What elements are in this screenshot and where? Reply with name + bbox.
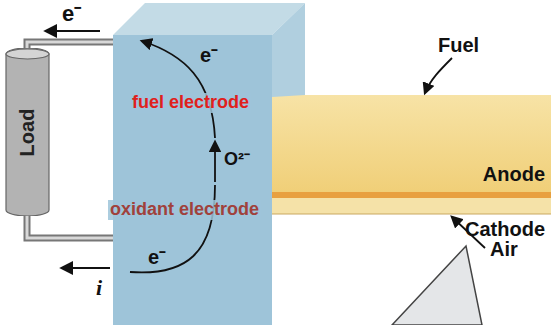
anode-layer (272, 95, 551, 192)
wire (27, 214, 113, 238)
ion-arrow (214, 142, 216, 182)
air-label: Air (490, 238, 518, 260)
fuel-label: Fuel (438, 34, 479, 56)
electrode-label: fuel electrode (130, 93, 251, 113)
electrode-label: oxidant electrode (108, 200, 261, 220)
fuel-arrow (425, 58, 452, 93)
current-label: i (96, 276, 102, 300)
cylinder-cap (6, 49, 49, 59)
layer-label: Anode (483, 163, 545, 185)
load-box: Load (5, 48, 50, 216)
block-top (113, 3, 305, 35)
electron-arrow (46, 30, 100, 32)
wire (27, 214, 113, 238)
air-channel (392, 246, 482, 325)
block-front (113, 35, 272, 325)
ion-label: O²⁻ (224, 150, 250, 170)
electron-label: e⁻ (62, 2, 81, 26)
electron-label: e⁻ (148, 246, 166, 268)
cylinder-body (6, 48, 49, 216)
electron-path (130, 185, 215, 272)
electron-label: e⁻ (200, 44, 218, 66)
cathode-layer (272, 192, 551, 198)
slab-edge (272, 214, 551, 215)
load-text: Load (16, 108, 39, 156)
electrolyte-layer (272, 198, 551, 214)
block-side (272, 3, 305, 97)
current-arrow (62, 267, 110, 269)
layer-label: Cathode (465, 218, 545, 240)
